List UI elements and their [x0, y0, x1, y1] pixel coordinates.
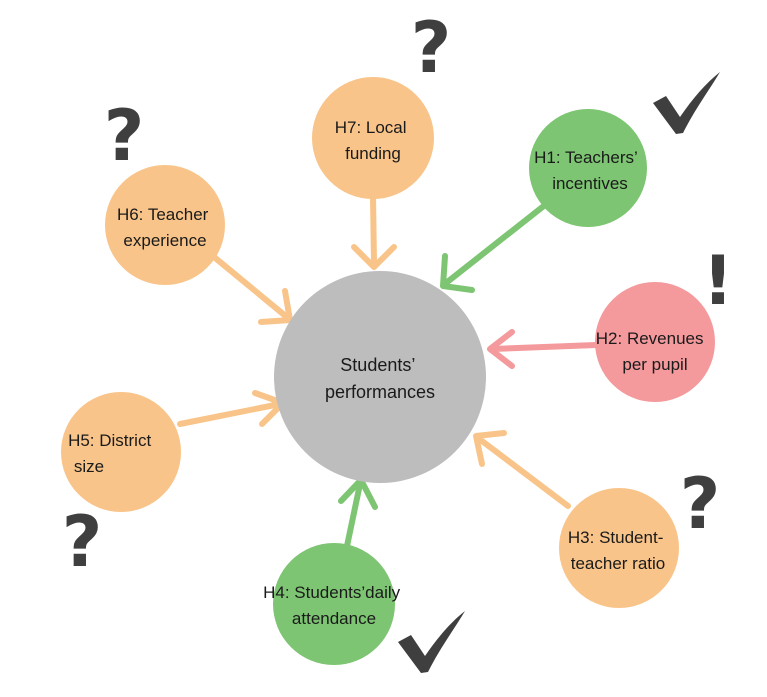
node-h3: H3: Student- teacher ratio: [559, 488, 679, 608]
arrow-h2: [487, 329, 599, 369]
question-icon: ?: [104, 95, 145, 177]
node-h1-label-line-2: incentives: [552, 174, 628, 193]
node-h4-label-line-2: attendance: [292, 609, 376, 628]
node-h1: H1: Teachers’ incentives: [529, 109, 647, 227]
exclamation-icon: !: [702, 242, 733, 321]
node-h5-circle: [61, 392, 181, 512]
node-h6-label-line-2: experience: [123, 231, 206, 250]
node-h2-label-line-1: H2: Revenues: [596, 329, 704, 348]
node-h6: H6: Teacher experience: [105, 165, 225, 285]
node-h7-label-line-1: H7: Local: [335, 118, 407, 137]
arrow-h5: [177, 390, 286, 427]
center-circle: [274, 271, 486, 483]
node-h7-label: H7: Local funding: [335, 118, 412, 163]
arrow-h1-head: [440, 253, 475, 293]
arrow-h6-shaft: [211, 254, 291, 321]
node-h7-label-line-2: funding: [345, 144, 401, 163]
node-h2-circle: [595, 282, 715, 402]
node-h6-circle: [105, 165, 225, 285]
node-h4-label-line-1: H4: Students’daily: [263, 583, 401, 602]
node-h4-circle: [273, 543, 395, 665]
arrow-h3-head: [473, 430, 507, 467]
node-h4-label: H4: Students’daily attendance: [263, 583, 405, 628]
node-h3-label: H3: Student- teacher ratio: [568, 528, 668, 573]
arrow-h7: [351, 193, 397, 270]
arrows-layer: [177, 193, 599, 549]
node-h1-label: H1: Teachers’ incentives: [534, 148, 642, 193]
center-node: Students’ performances: [274, 271, 486, 483]
node-h7-circle: [312, 77, 434, 199]
node-h3-label-line-2: teacher ratio: [571, 554, 666, 573]
node-h7: H7: Local funding: [312, 77, 434, 199]
arrow-h1-shaft: [443, 202, 548, 286]
node-h5-label-line-2: size: [74, 457, 104, 476]
arrow-h6-head: [258, 288, 293, 325]
node-h2-label: H2: Revenues per pupil: [596, 329, 708, 374]
node-h4: H4: Students’daily attendance: [263, 543, 405, 665]
node-h1-label-line-1: H1: Teachers’: [534, 148, 637, 167]
node-h5: H5: District size: [61, 392, 181, 512]
node-h6-label: H6: Teacher experience: [117, 205, 213, 250]
node-h3-circle: [559, 488, 679, 608]
arrow-h6: [211, 254, 293, 325]
node-h3-label-line-1: H3: Student-: [568, 528, 663, 547]
node-h2-label-line-2: per pupil: [622, 355, 687, 374]
center-label: Students’ performances: [325, 355, 435, 402]
arrow-h1: [440, 202, 548, 293]
node-h2: H2: Revenues per pupil: [595, 282, 715, 402]
arrow-h3: [473, 430, 571, 509]
arrow-h3-shaft: [475, 435, 571, 509]
check-icon: [653, 72, 720, 134]
arrow-h4-shaft: [344, 481, 363, 549]
arrow-h2-shaft: [489, 342, 599, 352]
question-icon: ?: [411, 7, 452, 89]
center-label-line-1: Students’: [340, 355, 414, 375]
question-icon: ?: [62, 501, 103, 583]
status-marks: ? ? ? ? !: [62, 7, 734, 673]
node-h1-circle: [529, 109, 647, 227]
center-label-line-2: performances: [325, 382, 435, 402]
arrow-h4: [338, 477, 378, 549]
node-h5-label-line-1: H5: District: [68, 431, 151, 450]
arrow-h7-shaft: [370, 193, 377, 266]
node-h5-label: H5: District size: [68, 431, 156, 476]
arrow-h2-head: [487, 329, 515, 369]
check-icon: [398, 611, 465, 673]
arrow-h5-shaft: [177, 401, 283, 427]
arrow-h7-head: [351, 244, 397, 270]
node-h6-label-line-1: H6: Teacher: [117, 205, 209, 224]
question-icon: ?: [680, 463, 721, 545]
